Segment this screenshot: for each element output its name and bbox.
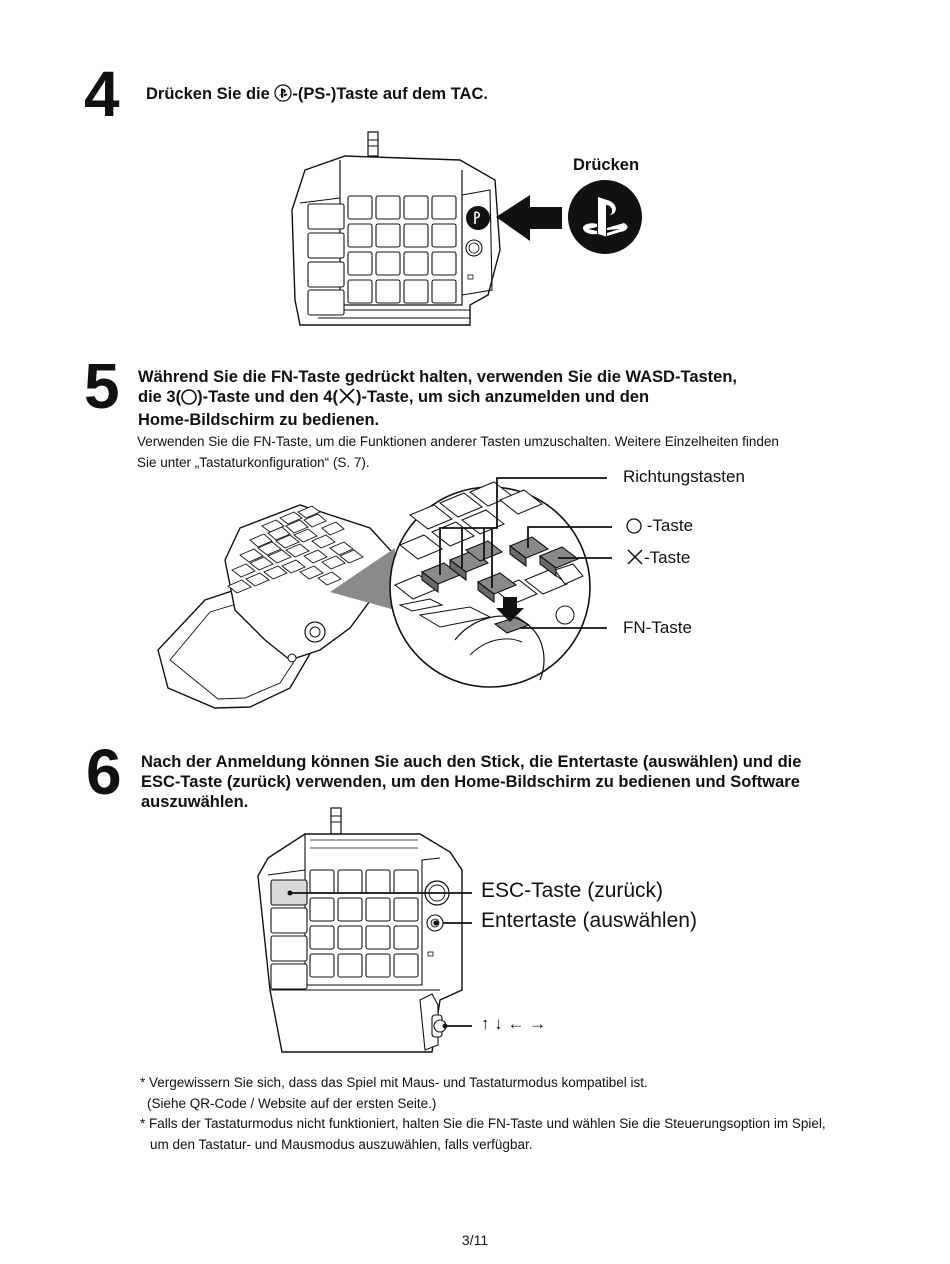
notes: * Vergewissern Sie sich, dass das Spiel … xyxy=(140,1073,826,1155)
step-4-heading: Drücken Sie die -(PS-)Taste auf dem TAC. xyxy=(146,84,488,107)
label-esc-key: ESC-Taste (zurück) xyxy=(481,879,664,902)
step-5-heading-line2-a: die 3( xyxy=(138,388,182,406)
step-4-number: 4 xyxy=(84,58,120,130)
step-6-number: 6 xyxy=(86,736,122,808)
cross-icon xyxy=(626,548,644,571)
step-6-heading-line1: Nach der Anmeldung können Sie auch den S… xyxy=(141,753,802,771)
step-5-heading-line2: die 3( )-Taste und den 4( )-Taste, um sich… xyxy=(138,387,737,410)
press-label: Drücken xyxy=(573,156,640,174)
label-circle-key: -Taste xyxy=(626,516,693,539)
step-5-description: Verwenden Sie die FN-Taste, um die Funkt… xyxy=(137,431,779,473)
page-number: 3/11 xyxy=(461,1232,489,1248)
step-6-heading: Nach der Anmeldung können Sie auch den S… xyxy=(141,752,801,812)
cross-icon xyxy=(338,387,356,410)
step-5-description-line1: Verwenden Sie die FN-Taste, um die Funkt… xyxy=(137,434,779,449)
step-6-heading-line3: auszuwählen. xyxy=(141,793,249,811)
step-5-heading-line2-c: )-Taste, um sich anzumelden und den xyxy=(355,388,650,406)
label-circle-key-text: -Taste xyxy=(646,516,694,535)
step-5-heading-line2-b: )-Taste und den 4( xyxy=(197,388,338,406)
step-4-heading-pre: Drücken Sie die xyxy=(146,85,275,103)
note-1-line2: (Siehe QR-Code / Website auf der ersten … xyxy=(147,1095,437,1111)
note-2-line2: um den Tastatur- und Mausmodus auszuwähl… xyxy=(150,1136,533,1152)
step-5-heading: Während Sie die FN-Taste gedrückt halten… xyxy=(138,367,737,430)
step-5-heading-line1: Während Sie die FN-Taste gedrückt halten… xyxy=(138,368,738,386)
label-enter-key: Entertaste (auswählen) xyxy=(481,909,697,932)
playstation-icon xyxy=(274,84,293,107)
note-2-line1: * Falls der Tastaturmodus nicht funktion… xyxy=(140,1116,826,1131)
step-4-heading-post: -(PS-)Taste auf dem TAC. xyxy=(292,85,488,103)
note-1-line1: * Vergewissern Sie sich, dass das Spiel … xyxy=(140,1075,648,1090)
circle-icon xyxy=(181,389,197,410)
step-6-heading-line2: ESC-Taste (zurück) verwenden, um den Hom… xyxy=(141,773,800,791)
label-cross-key: -Taste xyxy=(626,548,690,571)
step-5-number: 5 xyxy=(84,350,120,422)
step-5-heading-line3: Home-Bildschirm zu bedienen. xyxy=(138,411,380,429)
label-stick-arrows: ↑ ↓ ← → xyxy=(481,1014,547,1033)
label-fn-key: FN-Taste xyxy=(623,618,692,637)
circle-icon xyxy=(626,518,642,539)
label-direction-keys: Richtungstasten xyxy=(623,467,745,486)
label-cross-key-text: -Taste xyxy=(644,548,691,567)
step-5-description-line2: Sie unter „Tastaturkonfiguration“ (S. 7)… xyxy=(137,455,370,470)
